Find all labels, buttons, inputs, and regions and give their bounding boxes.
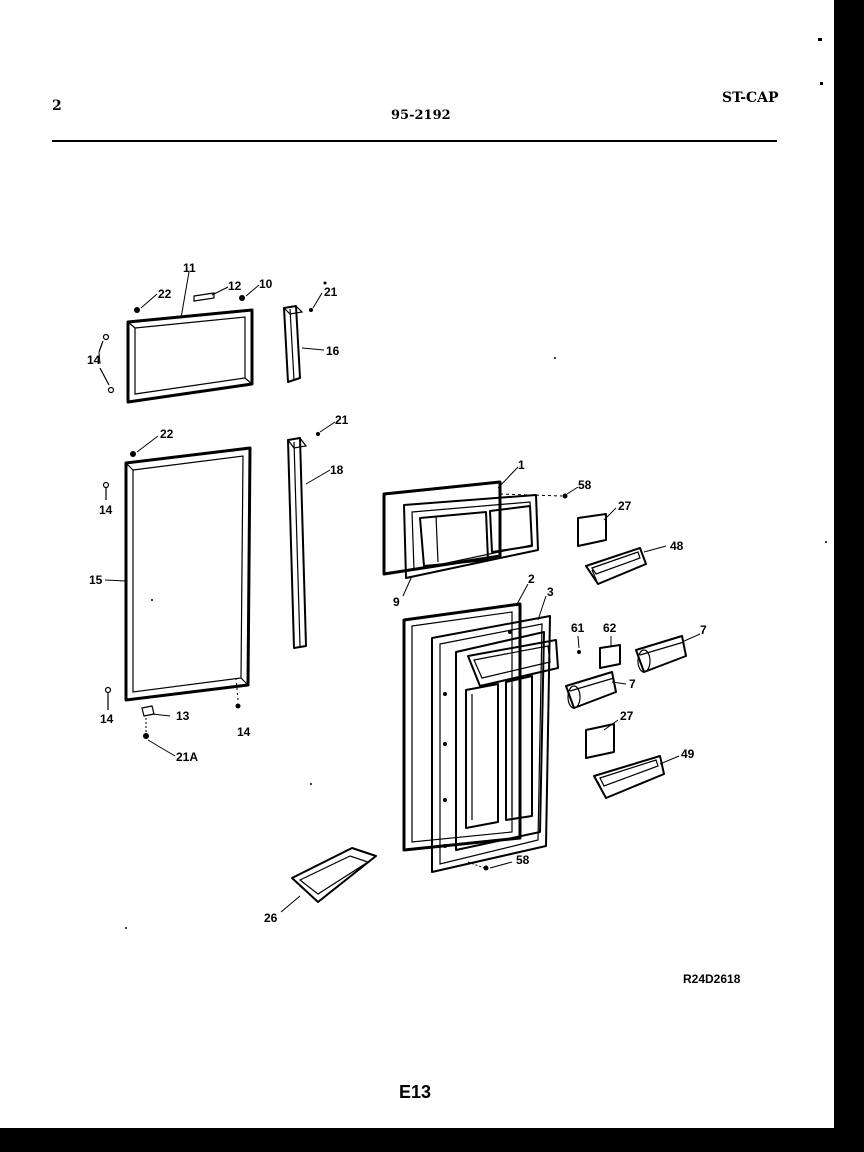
fastener-61 [577, 650, 581, 654]
margin-mark [820, 82, 823, 85]
callout-61: 61 [571, 621, 585, 635]
fresh-food-door-frame [124, 446, 252, 702]
fastener-58-upper [499, 493, 568, 499]
model-code: ST-CAP [722, 90, 779, 106]
callout-62: 62 [603, 621, 617, 635]
freezer-door-frame [126, 308, 254, 404]
callout-49: 49 [681, 747, 695, 761]
callout-21-lower: 21 [335, 413, 349, 427]
door-shelf-49 [593, 755, 665, 799]
page-code: E13 [399, 1082, 432, 1102]
freezer-hardware [98, 292, 245, 394]
fresh-food-hardware [102, 432, 320, 739]
callout-7-right: 7 [700, 623, 707, 637]
dairy-door-7-left [565, 671, 617, 709]
callout-15: 15 [89, 573, 103, 587]
callout-14-upper: 14 [87, 353, 101, 367]
trim-62 [599, 644, 621, 669]
exploded-view-drawing: 11 12 10 22 14 21 16 22 21 18 14 15 14 1… [87, 261, 827, 929]
callout-26: 26 [264, 911, 278, 925]
header-rule [52, 140, 777, 142]
callout-11: 11 [183, 261, 196, 275]
callout-1: 1 [518, 458, 525, 472]
callout-7-left: 7 [629, 677, 636, 691]
callout-48: 48 [670, 539, 684, 553]
freezer-door-liner [382, 480, 539, 579]
page-number: 2 [52, 98, 62, 114]
callout-27-upper: 27 [618, 499, 632, 513]
drawing-code: R24D2618 [683, 972, 741, 986]
dairy-bin-26 [291, 847, 377, 903]
callout-10: 10 [259, 277, 273, 291]
callout-21-upper: 21 [324, 285, 338, 299]
callout-22-upper: 22 [158, 287, 172, 301]
callout-14-mid: 14 [99, 503, 113, 517]
fresh-food-handle [286, 437, 308, 649]
callout-58-lower: 58 [516, 853, 530, 867]
callout-58-upper: 58 [578, 478, 592, 492]
callout-9: 9 [393, 595, 400, 609]
shelf-retainer-27-lower [585, 723, 615, 759]
callout-12: 12 [228, 279, 242, 293]
parts-diagram-sheet: 2 95-2192 ST-CAP [0, 0, 834, 1128]
callout-18: 18 [330, 463, 344, 477]
leader-lines [98, 271, 701, 913]
freezer-handle [282, 281, 327, 383]
callout-27-lower: 27 [620, 709, 634, 723]
callout-2: 2 [528, 572, 535, 586]
margin-mark [818, 38, 822, 41]
callout-14-lower-right: 14 [237, 725, 251, 739]
callout-14-lower-left: 14 [100, 712, 114, 726]
document-number: 95-2192 [391, 108, 451, 123]
callout-16: 16 [326, 344, 340, 358]
fresh-food-door-liner [402, 602, 559, 873]
callout-21a: 21A [176, 750, 198, 764]
callout-13: 13 [176, 709, 190, 723]
door-shelf-48 [585, 547, 647, 585]
dairy-door-7-right [635, 635, 687, 673]
shelf-retainer-27-upper [577, 513, 607, 547]
callout-3: 3 [547, 585, 554, 599]
callout-22-lower: 22 [160, 427, 174, 441]
